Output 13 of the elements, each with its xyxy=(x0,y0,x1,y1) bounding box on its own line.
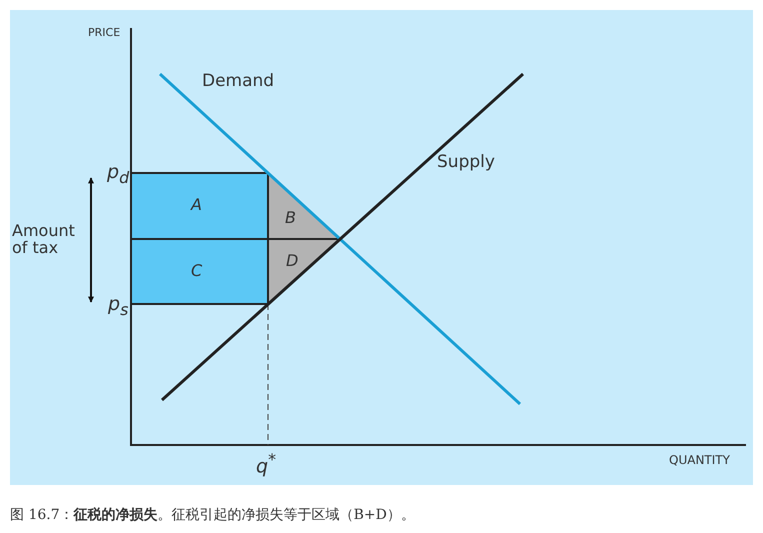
region-label: B xyxy=(285,210,296,226)
figure-caption: 图 16.7：征税的净损失。征税引起的净损失等于区域（B+D）。 xyxy=(10,508,415,523)
tick-label: p$_{s}$ xyxy=(108,295,128,318)
curve-label: Supply xyxy=(437,154,495,172)
axis-annotation: Amount of tax xyxy=(12,223,76,257)
curve-label: Demand xyxy=(202,73,274,91)
tick-label: q$^{*}$ xyxy=(256,452,276,478)
region-label: D xyxy=(286,253,298,269)
axis-title: QUANTITY xyxy=(669,454,730,467)
axis-title: PRICE xyxy=(88,27,120,39)
region-label: A xyxy=(191,197,202,213)
region-label: C xyxy=(191,263,202,279)
tick-label: p$_{d}$ xyxy=(107,163,130,186)
